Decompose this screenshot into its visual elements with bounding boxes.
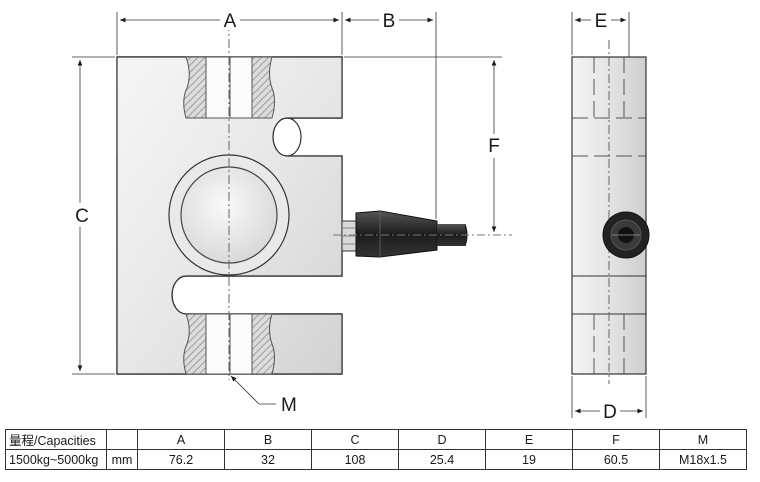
spec-table-header-row: 量程/Capacities A B C D E F M: [5, 429, 747, 450]
spec-table-row: 1500kg~5000kg mm 76.2 32 108 25.4 19 60.…: [5, 449, 747, 470]
col-header-m: M: [659, 429, 747, 450]
col-header-b: B: [224, 429, 312, 450]
cable-connector: [341, 210, 438, 258]
dimension-c: C: [71, 56, 115, 375]
dim-label-d: D: [603, 402, 617, 423]
spec-table: 量程/Capacities A B C D E F M 1500kg~5000k…: [5, 429, 747, 470]
dimension-a: A: [116, 8, 343, 55]
dim-label-m: M: [281, 395, 297, 416]
col-header-f: F: [572, 429, 660, 450]
col-header-d: D: [398, 429, 486, 450]
value-b: 32: [224, 449, 312, 470]
value-d: 25.4: [398, 449, 486, 470]
value-a: 76.2: [137, 449, 225, 470]
capacity-value: 1500kg~5000kg: [5, 449, 107, 470]
side-connector: [602, 211, 650, 259]
unit-value: mm: [106, 449, 138, 470]
dim-label-a: A: [224, 11, 237, 32]
value-m: M18x1.5: [659, 449, 747, 470]
dimension-b: B: [345, 8, 437, 219]
dimension-e: E: [571, 8, 630, 57]
col-header-a: A: [137, 429, 225, 450]
dim-label-e: E: [595, 11, 608, 32]
top-thread-section: [183, 56, 275, 119]
bottom-thread-section: [183, 313, 275, 375]
unit-header: [106, 429, 138, 450]
col-header-c: C: [311, 429, 399, 450]
col-header-e: E: [485, 429, 573, 450]
dimension-f: F: [344, 56, 504, 232]
dim-label-c: C: [75, 206, 89, 227]
dimension-d: D: [571, 376, 647, 423]
technical-drawing: A B C F M: [71, 8, 650, 423]
dimension-m: M: [230, 375, 297, 416]
dim-label-f: F: [488, 136, 500, 157]
value-f: 60.5: [572, 449, 660, 470]
dim-label-b: B: [383, 11, 396, 32]
capacity-header: 量程/Capacities: [5, 429, 107, 450]
value-c: 108: [311, 449, 399, 470]
value-e: 19: [485, 449, 573, 470]
